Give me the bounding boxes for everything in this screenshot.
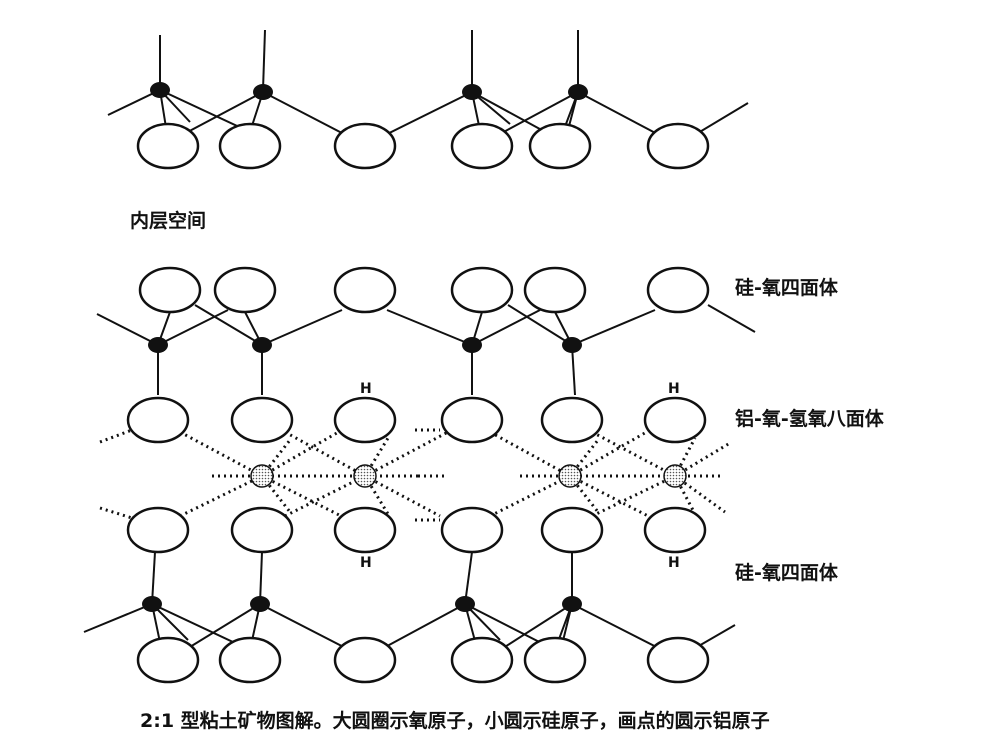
aluminum-atom — [353, 464, 377, 488]
hydrogen-label: H — [360, 555, 372, 571]
silicon-atom — [252, 337, 272, 353]
oxygen-atom — [440, 506, 504, 554]
middle-sheet-silicon-atoms — [148, 337, 582, 353]
silicon-atom — [562, 337, 582, 353]
aluminum-atom — [250, 464, 274, 488]
oxygen-atom — [138, 266, 202, 314]
interlayer-space-label: 内层空间 — [130, 210, 207, 232]
oxygen-atom — [523, 266, 587, 314]
oxygen-atom — [646, 636, 710, 684]
top-tetrahedral-sheet — [107, 29, 749, 147]
aluminum-atoms — [250, 464, 687, 488]
oxygen-atom — [213, 266, 277, 314]
oxygen-atom — [136, 122, 200, 170]
hydrogen-label: H — [668, 381, 680, 397]
silicon-atom — [568, 84, 588, 100]
hydroxyl-oxygen-atom — [643, 506, 707, 554]
silicon-atom — [562, 596, 582, 612]
hydrogen-label: H — [668, 555, 680, 571]
oxygen-atom — [126, 506, 190, 554]
oxygen-atom — [450, 636, 514, 684]
oxygen-atom — [450, 266, 514, 314]
silicon-atom — [150, 82, 170, 98]
oxygen-atom — [540, 506, 604, 554]
silicon-atom — [142, 596, 162, 612]
oxygen-atom — [218, 122, 282, 170]
figure-caption: 2:1 型粘土矿物图解。大圆圈示氧原子，小圆示硅原子，画点的圆示铝原子 — [140, 710, 770, 732]
silicon-atom — [148, 337, 168, 353]
oxygen-atom — [218, 636, 282, 684]
oxygen-atom — [333, 266, 397, 314]
oxygen-atom — [646, 122, 710, 170]
middle-tetrahedral-sheet — [96, 304, 756, 396]
oxygen-atom — [523, 636, 587, 684]
hydrogen-labels: H H H H — [360, 381, 680, 571]
silicon-atom — [462, 337, 482, 353]
silicon-atom — [462, 84, 482, 100]
oxygen-atom — [136, 636, 200, 684]
octahedral-top-oxygen-atoms — [126, 396, 707, 444]
oxygen-atom — [540, 396, 604, 444]
hydrogen-label: H — [360, 381, 372, 397]
oxygen-atom — [333, 122, 397, 170]
aluminum-atom — [558, 464, 582, 488]
oxygen-atom — [440, 396, 504, 444]
alumina-octahedral-sheet-label: 铝-氧-氢氧八面体 — [735, 408, 884, 430]
top-sheet-oxygen-atoms — [136, 122, 710, 170]
oxygen-atom — [126, 396, 190, 444]
hydroxyl-oxygen-atom — [333, 396, 397, 444]
oxygen-atom — [333, 636, 397, 684]
oxygen-atom — [230, 506, 294, 554]
silica-tetrahedral-sheet-label-bottom: 硅-氧四面体 — [735, 562, 838, 584]
hydroxyl-oxygen-atom — [643, 396, 707, 444]
oxygen-atom — [528, 122, 592, 170]
silica-tetrahedral-sheet-label-top: 硅-氧四面体 — [735, 277, 838, 299]
bottom-sheet-oxygen-atoms — [136, 636, 710, 684]
hydroxyl-oxygen-atom — [333, 506, 397, 554]
octahedral-dotted-bonds — [99, 428, 731, 522]
octahedral-bottom-oxygen-atoms — [126, 506, 707, 554]
silicon-atom — [455, 596, 475, 612]
bottom-sheet-silicon-atoms — [142, 596, 582, 612]
top-sheet-silicon-atoms — [150, 82, 588, 100]
silicon-atom — [250, 596, 270, 612]
oxygen-atom — [646, 266, 710, 314]
aluminum-atom — [663, 464, 687, 488]
silicon-atom — [253, 84, 273, 100]
middle-sheet-oxygen-atoms — [138, 266, 710, 314]
oxygen-atom — [450, 122, 514, 170]
oxygen-atom — [230, 396, 294, 444]
